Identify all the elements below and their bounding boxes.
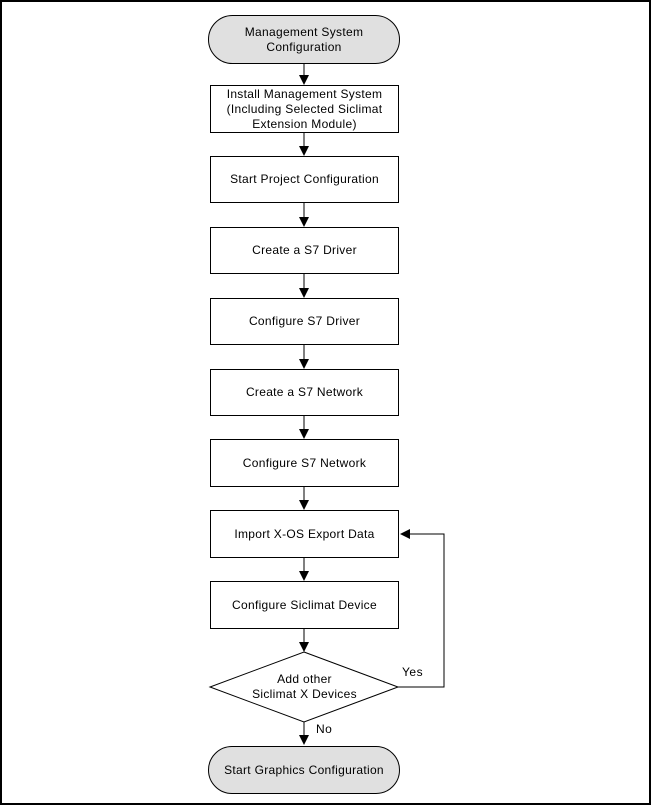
node-label: Create a S7 Network	[245, 385, 364, 399]
node-install-management-system: Install Management System (Including Sel…	[210, 85, 399, 133]
node-label: Configure Siclimat Device	[232, 597, 377, 612]
node-configure-s7-network: Configure S7 Network	[210, 439, 399, 487]
node-create-s7-driver: Create a S7 Driver	[210, 227, 399, 274]
node-label: Install Management System (Including Sel…	[226, 86, 383, 131]
node-label: Start Project Configuration	[230, 172, 379, 186]
decision-add-other-siclimat-devices: Add other Siclimat X Devices	[210, 668, 399, 706]
node-label: Add other Siclimat X Devices	[252, 672, 357, 701]
edge-label-no: No	[315, 722, 334, 736]
node-end-terminator: Start Graphics Configuration	[208, 746, 400, 794]
decision-diamond-shape	[208, 651, 400, 723]
node-label: Import X-OS Export Data	[234, 526, 375, 541]
node-label: Configure S7 Network	[242, 455, 367, 470]
node-start-project-configuration: Start Project Configuration	[210, 156, 399, 203]
node-configure-s7-driver: Configure S7 Driver	[210, 298, 399, 345]
node-create-s7-network: Create a S7 Network	[210, 369, 399, 416]
node-label: Management System Configuration	[244, 24, 364, 54]
node-configure-siclimat-device: Configure Siclimat Device	[210, 581, 399, 629]
node-label: Create a S7 Driver	[252, 243, 357, 257]
node-label: Start Graphics Configuration	[224, 762, 384, 777]
connector-decision-yes-loop	[398, 529, 445, 688]
edge-label-yes: Yes	[401, 665, 425, 679]
node-label: Configure S7 Driver	[248, 314, 361, 328]
node-import-xos-export-data: Import X-OS Export Data	[210, 510, 399, 558]
node-start-terminator: Management System Configuration	[208, 15, 400, 64]
